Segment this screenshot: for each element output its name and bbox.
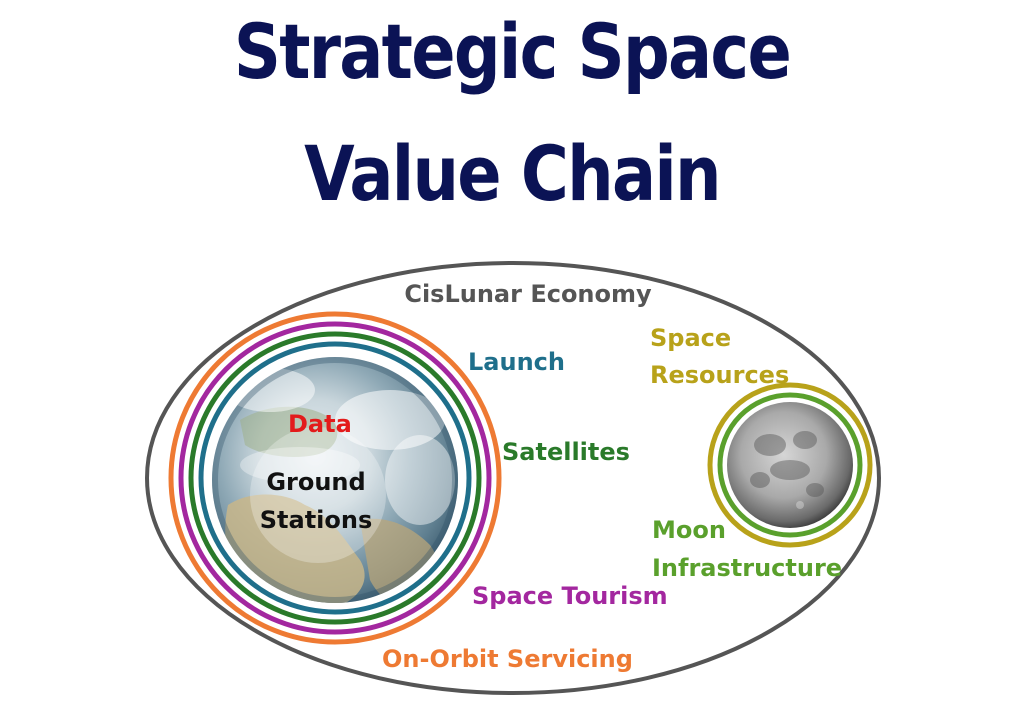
space-tourism-ring xyxy=(178,321,492,635)
label-moon-infrastructure-line2: Infrastructure xyxy=(652,554,842,582)
on-orbit-ring xyxy=(168,311,502,645)
label-space-tourism: Space Tourism xyxy=(472,582,668,610)
space-resources-ring xyxy=(707,382,873,548)
moon-image xyxy=(727,402,853,528)
label-space-resources-line2: Resources xyxy=(650,361,789,389)
label-on-orbit-servicing: On-Orbit Servicing xyxy=(382,645,633,673)
label-satellites: Satellites xyxy=(502,438,630,466)
launch-ring xyxy=(198,341,472,615)
title-line-2: Value Chain xyxy=(304,129,721,218)
label-moon-infrastructure-line1: Moon xyxy=(652,516,726,544)
cislunar-ellipse xyxy=(145,261,881,695)
moon-infrastructure-ring xyxy=(717,392,863,538)
satellites-ring xyxy=(188,331,482,625)
label-ground-stations-line1: Ground xyxy=(266,468,365,496)
label-data: Data xyxy=(288,410,352,438)
title-line-1: Strategic Space xyxy=(233,7,792,96)
label-cislunar-economy: CisLunar Economy xyxy=(404,280,652,308)
label-ground-stations-line2: Stations xyxy=(260,506,373,534)
label-space-resources-line1: Space xyxy=(650,324,731,352)
label-launch: Launch xyxy=(468,348,565,376)
